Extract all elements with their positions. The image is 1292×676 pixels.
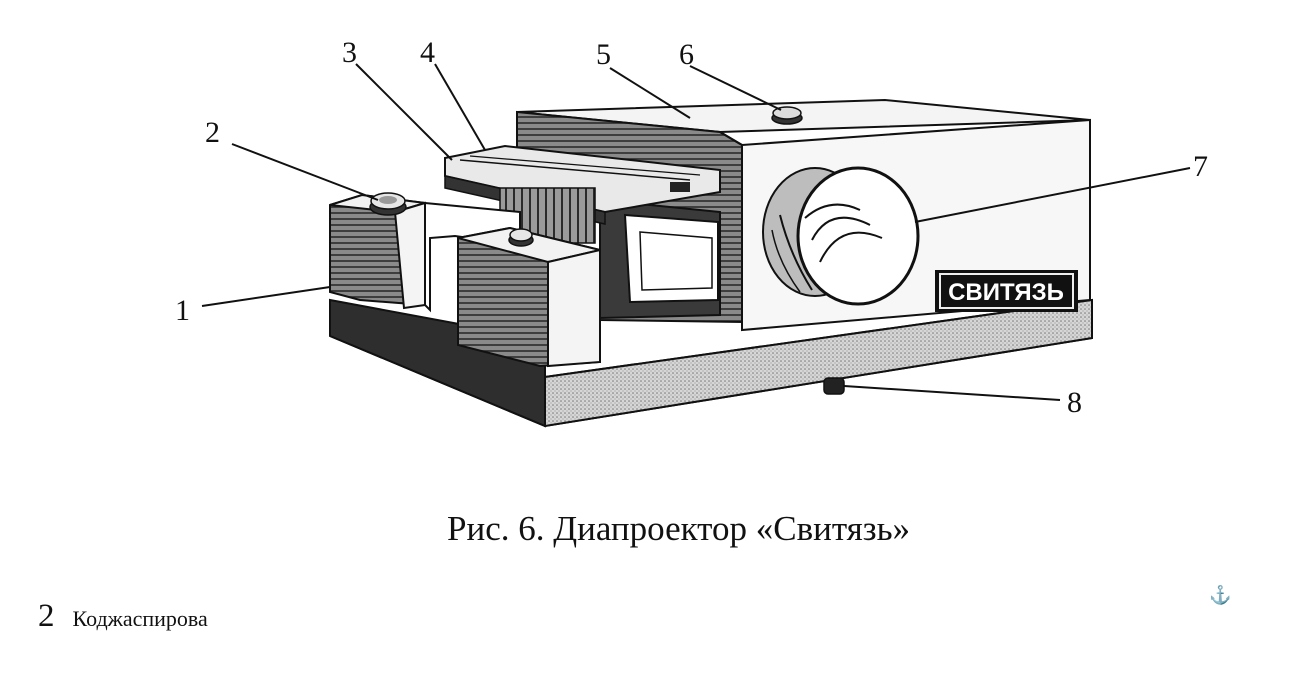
focus-knob-6: [771, 106, 803, 125]
author-name: Коджаспирова: [72, 606, 208, 631]
control-knob-small: [508, 228, 534, 247]
callout-3: 3: [342, 36, 357, 69]
callout-4: 4: [420, 36, 435, 69]
projection-lens: [762, 166, 920, 306]
brand-plate-text: СВИТЯЗЬ: [948, 279, 1064, 306]
slide-window: [599, 198, 721, 320]
callout-2: 2: [205, 116, 220, 149]
fan-housing: [457, 226, 601, 368]
control-knob-2: [369, 192, 407, 216]
slide-carrier: [444, 144, 721, 244]
callout-1: 1: [175, 294, 190, 327]
callout-6: 6: [679, 38, 694, 71]
callout-8: 8: [1067, 386, 1082, 419]
callout-7: 7: [1193, 150, 1208, 183]
figure-caption: Рис. 6. Диапроектор «Свитязь»: [447, 509, 911, 548]
page-number: 2: [38, 598, 55, 634]
brand-plate: СВИТЯЗЬ: [935, 270, 1078, 312]
leader-lines: [201, 63, 1191, 401]
page-footer: 2 Коджаспирова: [38, 598, 208, 635]
callout-5: 5: [596, 38, 611, 71]
ornament-icon: ⚓: [1209, 585, 1232, 605]
adjustable-foot: [823, 377, 845, 395]
